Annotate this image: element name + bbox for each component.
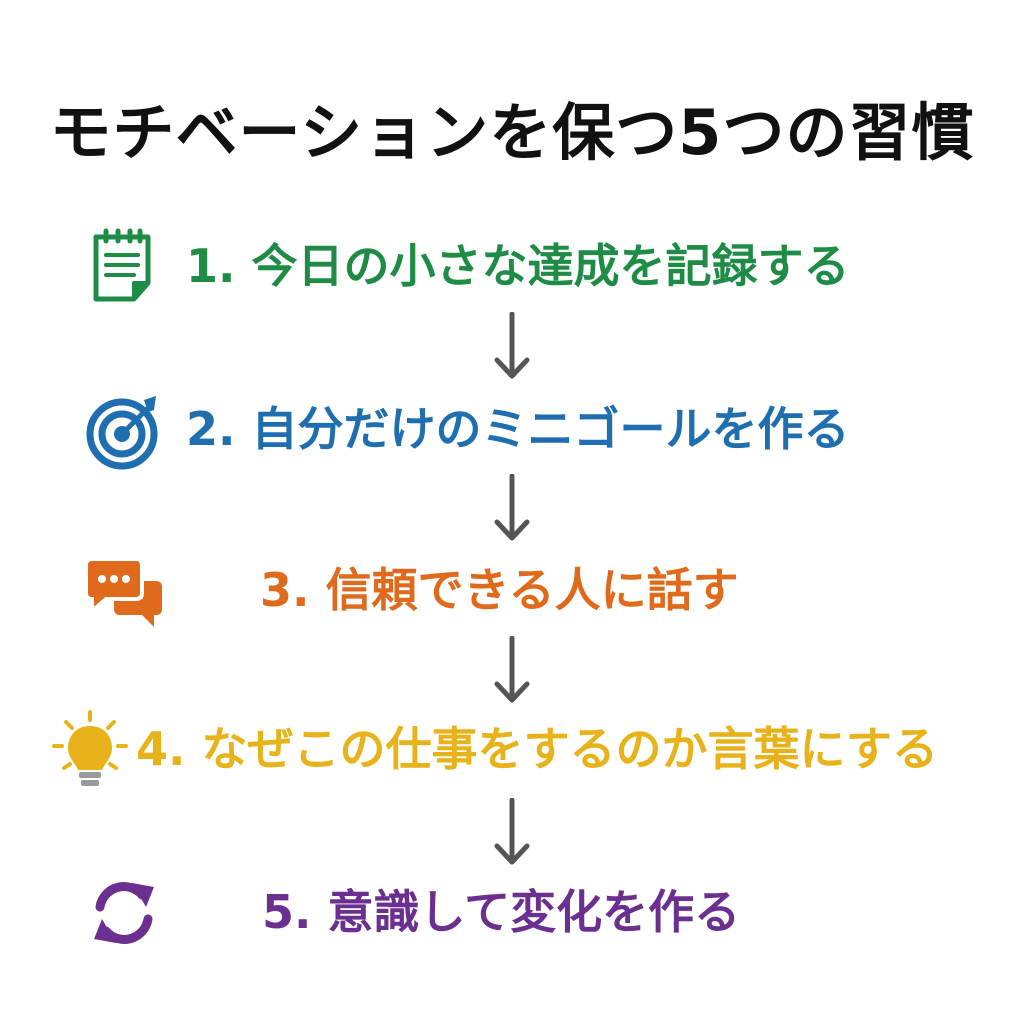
step-2-label: 2. 自分だけのミニゴールを作る [186, 402, 850, 456]
step-5-label: 5. 意識して変化を作る [262, 885, 741, 939]
chat-bubbles-icon [84, 551, 164, 631]
step-4-label: 4. なぜこの仕事をするのか言葉にする [136, 722, 938, 776]
step-5: 5. 意識して変化を作る [0, 868, 1024, 958]
step-1: 1. 今日の小さな達成を記録する [0, 222, 1024, 312]
step-2: 2. 自分だけのミニゴールを作る [0, 385, 1024, 475]
arrow-down-icon [489, 473, 535, 544]
arrow-down-icon [489, 797, 535, 868]
step-3-label: 3. 信頼できる人に話す [260, 563, 739, 617]
arrow-down-icon [489, 311, 535, 382]
step-4: 4. なぜこの仕事をするのか言葉にする [0, 705, 1024, 795]
notepad-icon [84, 227, 164, 307]
lightbulb-icon [50, 710, 130, 790]
step-3: 3. 信頼できる人に話す [0, 546, 1024, 636]
step-1-label: 1. 今日の小さな達成を記録する [186, 239, 850, 293]
refresh-icon [84, 873, 164, 953]
arrow-down-icon [489, 635, 535, 706]
page-title: モチベーションを保つ5つの習慣 [49, 96, 975, 169]
target-icon [84, 390, 164, 470]
